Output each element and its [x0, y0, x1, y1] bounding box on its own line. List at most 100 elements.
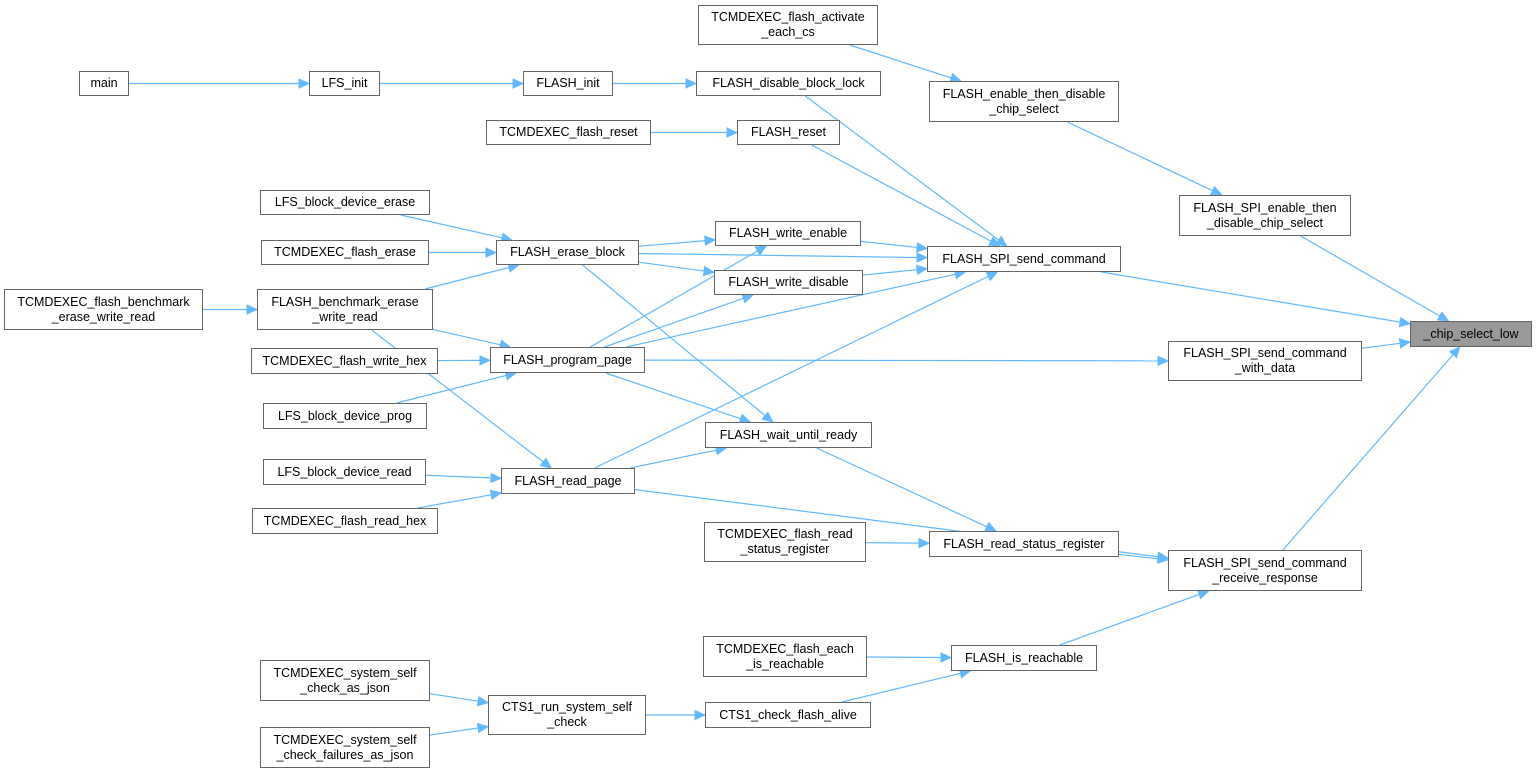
node-tcmdexec-system-self-check-failures-as-json[interactable]: TCMDEXEC_system_self _check_failures_as_…	[260, 727, 430, 768]
node-tcmdexec-flash-write-hex[interactable]: TCMDEXEC_flash_write_hex	[251, 348, 438, 374]
edge-tcm_self_check_failures-to-cts1_run_self_check	[429, 727, 479, 736]
node-main[interactable]: main	[79, 71, 129, 96]
arrowhead-flash_program_page-to-flash_write_enable	[754, 245, 768, 256]
edge-flash_erase_block-to-flash_write_enable	[638, 240, 706, 247]
edge-lfs_block_device_read-to-flash_read_page	[425, 474, 492, 479]
node-cts1-run-system-self-check[interactable]: CTS1_run_system_self _check	[488, 695, 646, 735]
arrowhead-flash_read_page-to-flash_spi_send_command	[985, 271, 999, 282]
node-flash-erase-block[interactable]: FLASH_erase_block	[496, 240, 639, 265]
node-flash-reset[interactable]: FLASH_reset	[737, 120, 840, 145]
edge-flash_erase_block-to-flash_wait_until_ready	[582, 264, 766, 417]
node-flash-init[interactable]: FLASH_init	[523, 71, 613, 96]
node-flash-spi-send-command[interactable]: FLASH_SPI_send_command	[927, 246, 1121, 272]
edge-tcm_read_hex-to-flash_read_page	[417, 494, 492, 509]
arrowhead-tcm_flash_reset-to-flash_reset	[726, 127, 739, 138]
node-flash-is-reachable[interactable]: FLASH_is_reachable	[951, 645, 1097, 671]
edge-flash_reset-to-flash_spi_send_command	[811, 144, 992, 242]
edge-flash_spi_send_command_with_data-to-chip_select_low	[1361, 342, 1401, 349]
arrowhead-flash_enable_then_disable_cs-to-flash_spi_enable_then_disable_cs	[1209, 185, 1223, 196]
node-chip-select-low[interactable]: _chip_select_low	[1410, 321, 1532, 347]
arrowhead-tcm_benchmark-to-flash_benchmark	[246, 304, 259, 315]
node-cts1-check-flash-alive[interactable]: CTS1_check_flash_alive	[705, 702, 871, 728]
node-tcmdexec-flash-read-hex[interactable]: TCMDEXEC_flash_read_hex	[252, 508, 438, 534]
node-lfs-block-device-read[interactable]: LFS_block_device_read	[263, 459, 426, 485]
arrowhead-tcm_write_hex-to-flash_program_page	[479, 355, 492, 366]
arrowhead-flash_erase_block-to-flash_write_disable	[702, 265, 716, 277]
arrowhead-flash_program_page-to-flash_spi_send_command_with_data	[1157, 355, 1170, 367]
node-lfs-block-device-prog[interactable]: LFS_block_device_prog	[263, 403, 427, 429]
edge-flash_program_page-to-flash_spi_send_command_with_data	[644, 359, 1159, 362]
arrowhead-flash_init-to-flash_disable_block_lock	[685, 78, 698, 89]
edge-flash_spi_send_command-to-chip_select_low	[1101, 271, 1401, 323]
edge-flash_benchmark-to-flash_erase_block	[424, 266, 510, 290]
node-tcmdexec-flash-erase[interactable]: TCMDEXEC_flash_erase	[261, 240, 429, 265]
edge-flash_program_page-to-flash_write_enable	[589, 250, 758, 348]
edge-flash_erase_block-to-flash_write_disable	[638, 261, 705, 272]
node-flash-read-page[interactable]: FLASH_read_page	[501, 468, 635, 494]
arrowhead-flash_reset-to-flash_spi_send_command	[988, 236, 1001, 247]
edge-cts1_check_flash_alive-to-flash_is_reachable	[841, 672, 961, 703]
node-flash-wait-until-ready[interactable]: FLASH_wait_until_ready	[705, 422, 872, 448]
arrowhead-flash_spi_send_command_with_data-to-chip_select_low	[1398, 338, 1412, 349]
node-tcmdexec-flash-each-is-reachable[interactable]: TCMDEXEC_flash_each _is_reachable	[703, 636, 867, 677]
node-flash-program-page[interactable]: FLASH_program_page	[490, 347, 645, 373]
arrowhead-tcm_self_check_failures-to-cts1_run_self_check	[476, 722, 490, 734]
edge-flash_spi_enable_then_disable_cs-to-chip_select_low	[1300, 235, 1441, 317]
arrowhead-main-to-lfs_init	[298, 78, 311, 89]
arrowhead-flash_write_disable-to-flash_spi_send_command	[916, 264, 929, 275]
node-tcmdexec-flash-benchmark-erase-write-read[interactable]: TCMDEXEC_flash_benchmark _erase_write_re…	[4, 289, 203, 330]
node-flash-write-disable[interactable]: FLASH_write_disable	[714, 270, 863, 295]
node-tcmdexec-flash-reset[interactable]: TCMDEXEC_flash_reset	[486, 120, 651, 145]
arrowhead-flash_erase_block-to-flash_write_enable	[704, 235, 717, 246]
node-flash-spi-send-command-receive-response[interactable]: FLASH_SPI_send_command _receive_response	[1168, 550, 1362, 591]
node-flash-enable-then-disable-chip-select[interactable]: FLASH_enable_then_disable _chip_select	[929, 81, 1119, 122]
node-flash-spi-enable-then-disable-chip-select[interactable]: FLASH_SPI_enable_then _disable_chip_sele…	[1179, 195, 1351, 236]
arrowhead-lfs_block_device_read-to-flash_read_page	[490, 472, 503, 484]
node-tcmdexec-system-self-check-as-json[interactable]: TCMDEXEC_system_self _check_as_json	[260, 660, 430, 701]
edge-lfs_block_device_erase-to-flash_erase_block	[400, 214, 503, 239]
arrowhead-flash_benchmark-to-flash_read_page	[539, 457, 553, 469]
edge-tcm_activate_cs-to-flash_enable_then_disable_cs	[849, 44, 952, 79]
node-lfs-block-device-erase[interactable]: LFS_block_device_erase	[260, 190, 430, 215]
arrowhead-tcm_read_status-to-flash_read_status_register	[918, 537, 931, 549]
arrowhead-tcm_flash_erase-to-flash_erase_block	[485, 247, 498, 258]
node-tcmdexec-flash-activate-each-cs[interactable]: TCMDEXEC_flash_activate _each_cs	[698, 5, 878, 45]
edge-flash_spi_send_command_receive-to-chip_select_low	[1282, 354, 1454, 551]
edge-flash_is_reachable-to-flash_spi_send_command_receive	[1059, 593, 1200, 646]
edge-flash_read_status_register-to-flash_spi_send_command_receive	[1118, 553, 1159, 560]
edge-flash_erase_block-to-flash_spi_send_command	[638, 252, 918, 259]
arrowhead-cts1_run_self_check-to-cts1_check_flash_alive	[694, 709, 707, 721]
node-tcmdexec-flash-read-status-register[interactable]: TCMDEXEC_flash_read _status_register	[704, 522, 866, 562]
edge-flash_benchmark-to-flash_program_page	[432, 328, 501, 346]
arrowhead-flash_program_page-to-flash_write_disable	[741, 293, 755, 304]
arrowhead-flash_spi_send_command-to-chip_select_low	[1398, 316, 1412, 328]
node-flash-disable-block-lock[interactable]: FLASH_disable_block_lock	[696, 71, 881, 96]
node-flash-benchmark-erase-write-read[interactable]: FLASH_benchmark_erase _write_read	[257, 289, 433, 330]
arrowhead-tcm_self_check_json-to-cts1_run_self_check	[476, 695, 490, 707]
node-flash-write-enable[interactable]: FLASH_write_enable	[715, 221, 861, 246]
edge-flash_read_page-to-flash_wait_until_ready	[630, 449, 717, 469]
edge-flash_program_page-to-flash_spi_send_command	[626, 273, 956, 348]
arrowhead-lfs_init-to-flash_init	[512, 78, 525, 89]
edge-flash_program_page-to-flash_wait_until_ready	[605, 372, 741, 420]
edge-lfs_block_device_prog-to-flash_program_page	[396, 374, 507, 404]
arrowhead-tcm_each_reachable-to-flash_is_reachable	[940, 652, 953, 663]
edge-flash_program_page-to-flash_write_disable	[604, 297, 744, 348]
arrowhead-flash_wait_until_ready-to-flash_read_status_register	[984, 521, 998, 532]
edge-tcm_self_check_json-to-cts1_run_self_check	[429, 693, 479, 702]
arrowhead-flash_spi_enable_then_disable_cs-to-chip_select_low	[1436, 311, 1450, 322]
arrowhead-flash_write_enable-to-flash_spi_send_command	[915, 242, 929, 253]
node-flash-read-status-register[interactable]: FLASH_read_status_register	[929, 531, 1119, 557]
arrowhead-flash_erase_block-to-flash_wait_until_ready	[761, 411, 774, 423]
edge-flash_enable_then_disable_cs-to-flash_spi_enable_then_disable_cs	[1067, 121, 1213, 192]
arrowhead-flash_read_status_register-to-flash_spi_send_command_receive	[1156, 553, 1170, 564]
edge-flash_wait_until_ready-to-flash_read_status_register	[816, 447, 988, 528]
edge-flash_write_enable-to-flash_spi_send_command	[860, 240, 918, 249]
node-flash-spi-send-command-with-data[interactable]: FLASH_SPI_send_command _with_data	[1168, 341, 1362, 381]
node-lfs-init[interactable]: LFS_init	[309, 71, 380, 96]
edge-flash_read_page-to-flash_spi_send_command	[594, 275, 989, 469]
edge-flash_write_disable-to-flash_spi_send_command	[862, 269, 918, 276]
arrowhead-flash_is_reachable-to-flash_spi_send_command_receive	[1196, 589, 1210, 600]
